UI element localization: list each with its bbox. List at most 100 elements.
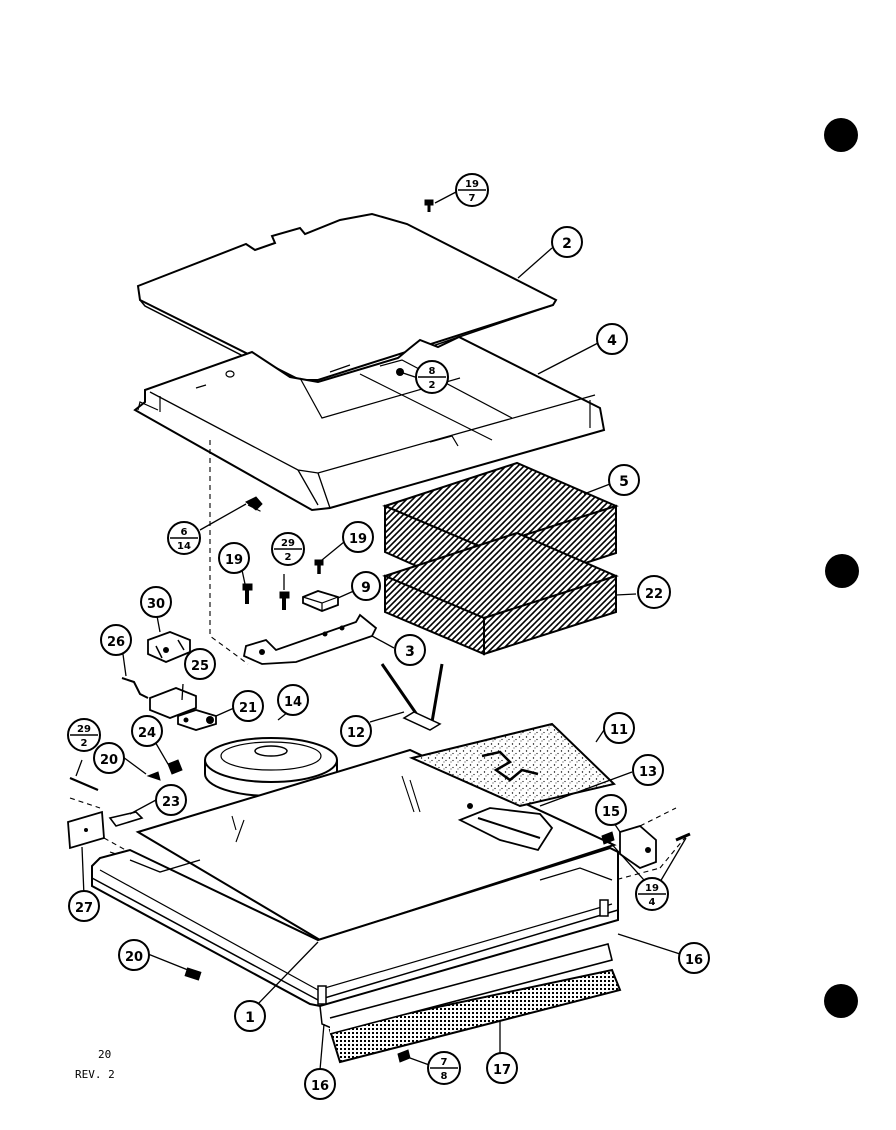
rod-part-12 [380, 663, 444, 731]
svg-text:12: 12 [347, 726, 365, 741]
cutout-part-13 [457, 803, 554, 852]
svg-text:16: 16 [685, 953, 703, 968]
punch-hole-top [824, 118, 858, 152]
svg-text:19: 19 [465, 179, 479, 190]
callout-8-over-2: 8 2 [415, 360, 449, 394]
screws-19-29 [242, 559, 324, 610]
svg-text:19: 19 [225, 553, 243, 568]
callout-21: 21 [232, 690, 264, 722]
callout-11: 11 [603, 712, 635, 744]
perforated-plate-part-11 [408, 722, 617, 808]
punch-hole-middle [825, 554, 859, 588]
svg-text:14: 14 [284, 695, 302, 710]
clip-part-9 [302, 590, 339, 612]
callout-12: 12 [340, 715, 372, 747]
callout-19-over-7: 19 7 [455, 173, 489, 207]
fastener-part-20-lower [184, 967, 202, 981]
callout-7-over-8: 7 8 [427, 1051, 461, 1085]
cover-part-25 [149, 687, 197, 719]
fastener-part-7-8 [397, 1049, 411, 1063]
svg-text:2: 2 [285, 552, 292, 563]
callout-16-bottom: 16 [304, 1068, 336, 1100]
callout-25: 25 [184, 648, 216, 680]
svg-text:23: 23 [162, 795, 180, 810]
spring-part-26 [121, 677, 149, 699]
svg-text:4: 4 [607, 333, 617, 349]
svg-text:20: 20 [125, 950, 143, 965]
svg-text:14: 14 [177, 541, 191, 552]
svg-text:8: 8 [441, 1071, 448, 1082]
svg-text:9: 9 [361, 580, 371, 596]
liner-frame [133, 335, 606, 512]
callout-20-lower: 20 [118, 939, 150, 971]
callout-1: 1 [234, 1000, 266, 1032]
svg-text:29: 29 [281, 538, 295, 549]
svg-text:17: 17 [493, 1063, 511, 1078]
svg-text:4: 4 [649, 897, 656, 908]
glass-panel [135, 748, 617, 942]
callout-3: 3 [394, 634, 426, 666]
callout-30: 30 [140, 586, 172, 618]
callout-17: 17 [486, 1052, 518, 1084]
callout-14: 14 [277, 684, 309, 716]
svg-text:5: 5 [619, 474, 629, 490]
svg-text:20: 20 [100, 753, 118, 768]
small-parts-24-20 [69, 759, 183, 792]
callout-19-left: 19 [218, 542, 250, 574]
svg-text:15: 15 [602, 805, 620, 820]
page-number: 20 [98, 1048, 112, 1061]
callout-9: 9 [351, 571, 381, 601]
svg-text:29: 29 [77, 724, 91, 735]
foam-block-lower [382, 531, 619, 656]
svg-text:6: 6 [181, 527, 188, 538]
callout-20-upper: 20 [93, 742, 125, 774]
svg-text:24: 24 [138, 726, 156, 741]
callout-16-right: 16 [678, 942, 710, 974]
alignment-lines-left [69, 797, 141, 863]
svg-text:3: 3 [405, 644, 415, 660]
svg-text:22: 22 [645, 587, 663, 602]
callout-24: 24 [131, 715, 163, 747]
svg-text:19: 19 [349, 532, 367, 547]
callout-29-over-2-upper: 29 2 [271, 532, 305, 566]
callout-23: 23 [155, 784, 187, 816]
svg-text:19: 19 [645, 883, 659, 894]
callout-26: 26 [100, 624, 132, 656]
grille-part-17 [328, 943, 622, 1064]
svg-text:7: 7 [469, 193, 476, 204]
latch-part-30 [147, 631, 191, 663]
hinge-bracket [242, 613, 378, 665]
svg-text:30: 30 [147, 597, 165, 612]
callout-6-over-14: 6 14 [167, 521, 201, 555]
bracket-part-23 [108, 811, 144, 827]
svg-text:26: 26 [107, 635, 125, 650]
revision-label: REV. 2 [75, 1068, 115, 1081]
callout-22: 22 [637, 575, 671, 609]
callout-4: 4 [596, 323, 628, 355]
plate-part-27 [67, 810, 105, 850]
svg-text:16: 16 [311, 1079, 329, 1094]
svg-text:27: 27 [75, 901, 93, 916]
svg-text:7: 7 [441, 1057, 448, 1068]
svg-text:21: 21 [239, 701, 257, 716]
callout-29-over-2-lower: 29 2 [67, 718, 101, 752]
callout-19-over-4: 19 4 [635, 877, 669, 911]
svg-text:25: 25 [191, 659, 209, 674]
callout-2: 2 [551, 226, 583, 258]
svg-text:11: 11 [610, 723, 628, 738]
fastener-part-6 [245, 496, 263, 511]
callout-15: 15 [595, 794, 627, 826]
svg-text:8: 8 [429, 366, 436, 377]
fastener-part-19-7 [424, 199, 434, 212]
svg-text:1: 1 [245, 1010, 255, 1026]
callout-19-right: 19 [342, 521, 374, 553]
svg-text:13: 13 [639, 765, 657, 780]
callout-5: 5 [608, 464, 640, 496]
svg-text:2: 2 [562, 236, 572, 252]
switch-part-21 [177, 709, 217, 731]
svg-text:2: 2 [429, 380, 436, 391]
callout-13: 13 [632, 754, 664, 786]
punch-hole-bottom [824, 984, 858, 1018]
alignment-lines-upper [209, 440, 263, 665]
